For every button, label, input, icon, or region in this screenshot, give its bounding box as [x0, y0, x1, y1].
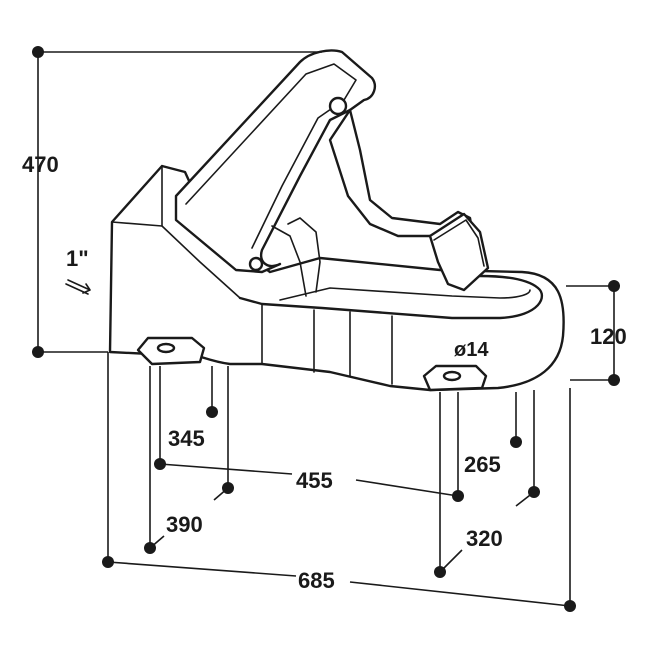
- label-inlet: 1": [66, 246, 89, 271]
- lever-arm: [174, 49, 376, 274]
- drinking-bowl-illustration: [108, 49, 565, 392]
- mounting-foot-right: [422, 364, 488, 392]
- valve-housing: [271, 217, 321, 297]
- label-455: 455: [296, 468, 333, 493]
- lever-arm-inner: [185, 63, 357, 249]
- dimension-lines: [32, 46, 620, 612]
- lever-pivot-lower: [248, 256, 264, 272]
- label-390: 390: [166, 512, 203, 537]
- label-height-front: 120: [590, 324, 627, 349]
- label-height-total: 470: [22, 152, 59, 177]
- label-320: 320: [466, 526, 503, 551]
- label-345: 345: [168, 426, 205, 451]
- dimension-labels: 470 1" 120 ø14 345 455 265 390 320 685: [22, 152, 627, 593]
- label-hole-diameter: ø14: [454, 339, 489, 361]
- trough-lower-edge: [261, 303, 393, 385]
- label-685: 685: [298, 568, 335, 593]
- press-paddle-face: [433, 219, 485, 267]
- bowl-body: [108, 164, 565, 392]
- lever-pivot: [328, 96, 348, 116]
- lever-side-plate: [328, 108, 474, 238]
- mounting-foot-left: [136, 336, 206, 366]
- trough-inner: [279, 287, 531, 301]
- label-265: 265: [464, 452, 501, 477]
